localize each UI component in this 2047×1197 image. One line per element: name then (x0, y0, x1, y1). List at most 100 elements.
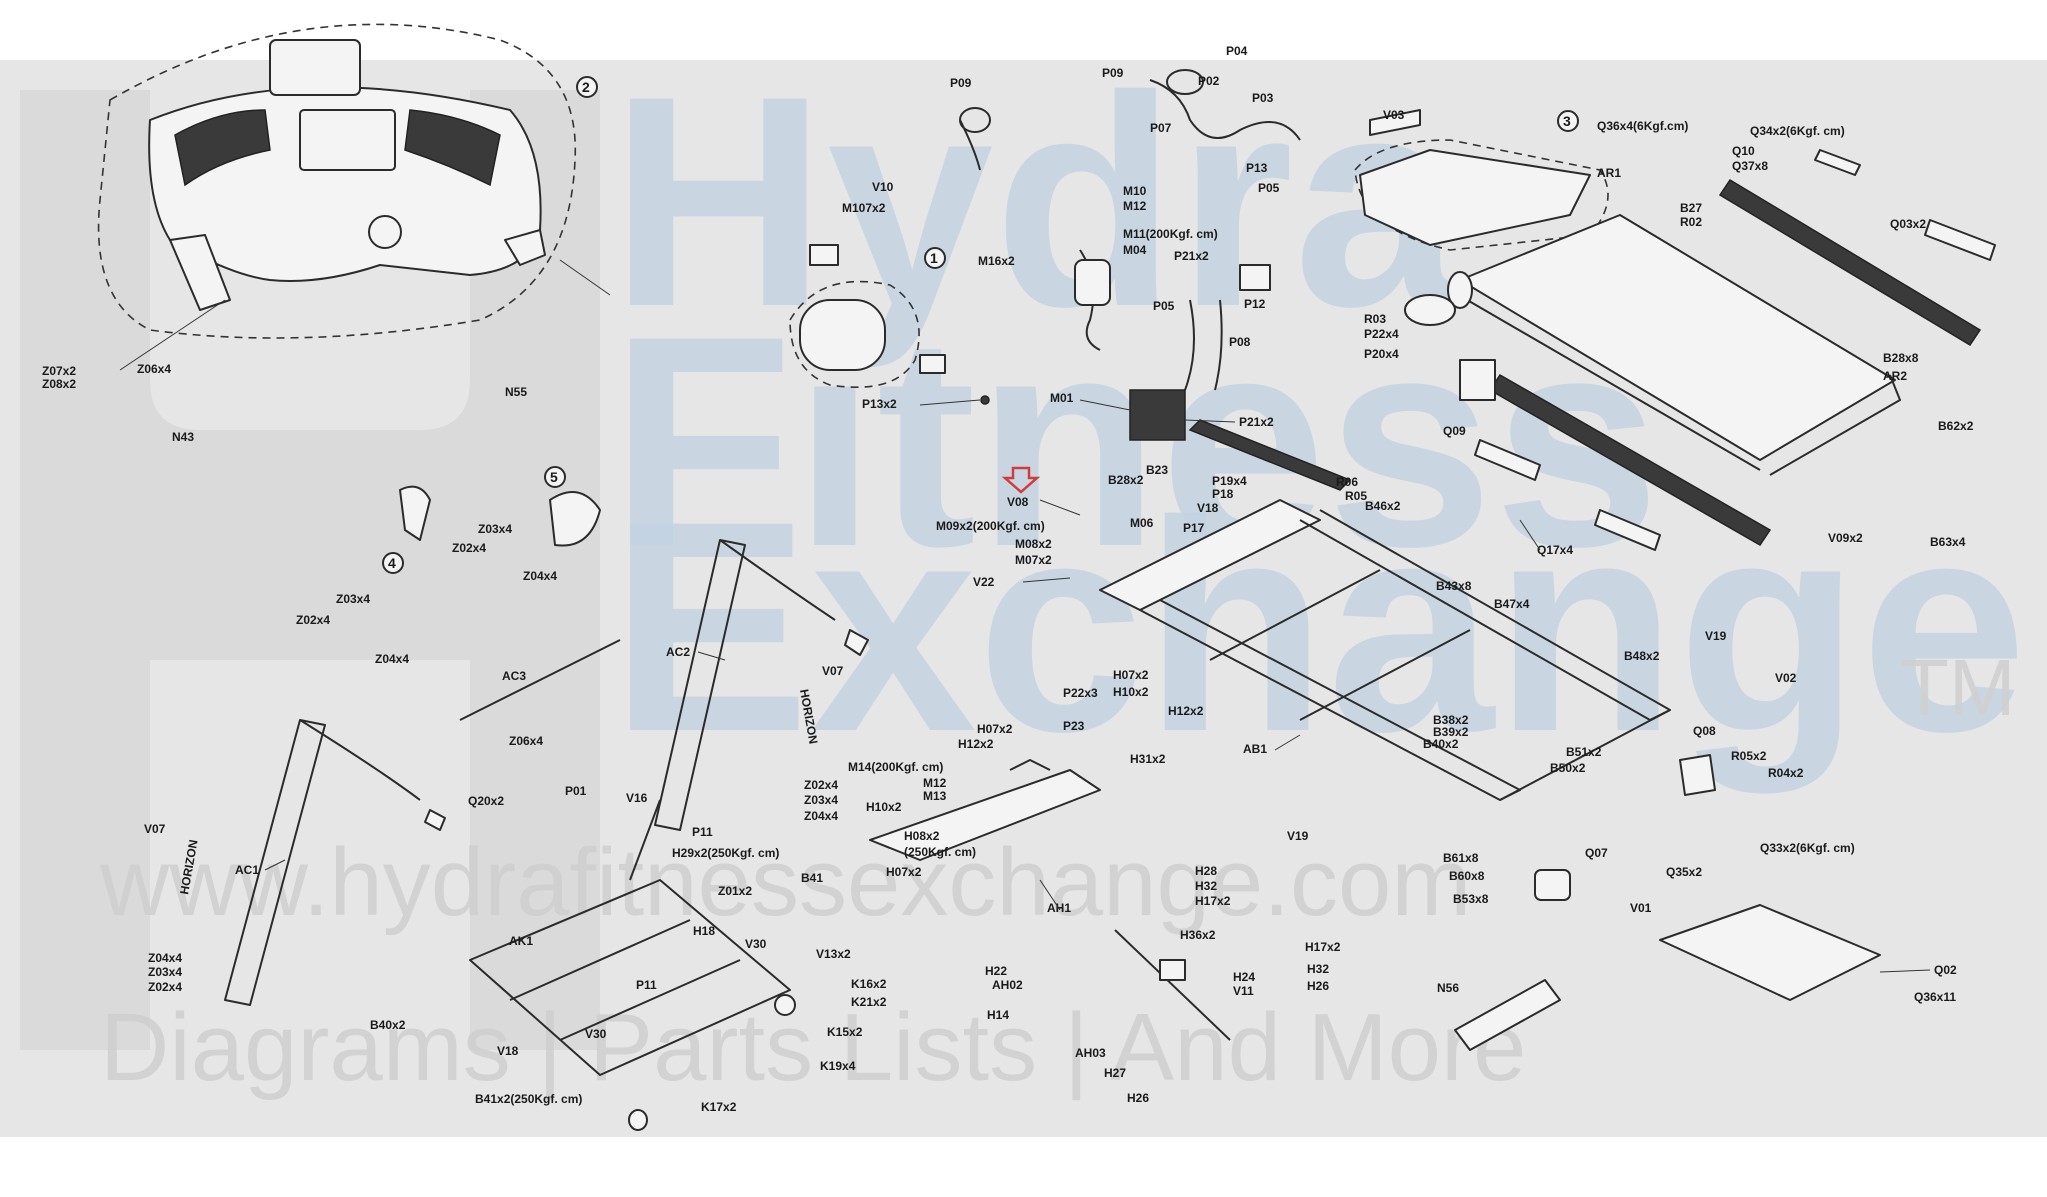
label-m12b: M12 (923, 776, 947, 790)
label-b28: B28x8 (1883, 351, 1919, 365)
lower-frame-crossbar (559, 959, 741, 1041)
belt-guard (1404, 294, 1456, 326)
label-ar2: AR2 (1883, 369, 1907, 383)
label-m16: M16x2 (978, 254, 1015, 268)
frame-rear-crossbar (1499, 709, 1671, 801)
label-z03b: Z03x4 (336, 592, 370, 606)
label-v30b: V30 (585, 1027, 607, 1041)
part-labels: Z07x2 Z08x2 Z06x4 N55 N43 P09 V10 M107x2… (42, 44, 1974, 1114)
label-b28b: B28x2 (1108, 473, 1144, 487)
label-b41b: B41x2(250Kgf. cm) (475, 1092, 582, 1106)
callout-markers: 1 2 3 4 5 (382, 76, 1579, 574)
callout-circle-4 (382, 552, 404, 574)
wire-coil (959, 107, 991, 133)
label-v08: V08 (1007, 495, 1029, 509)
label-p20: P20x4 (1364, 347, 1399, 361)
label-m06: M06 (1130, 516, 1154, 530)
label-b62: B62x2 (1938, 419, 1974, 433)
label-m13: M13 (923, 789, 947, 803)
frame-middle-crossbar (1299, 629, 1471, 721)
label-h27: H27 (1104, 1066, 1126, 1080)
label-v19a: V19 (1705, 629, 1727, 643)
label-p18: P18 (1212, 487, 1234, 501)
label-n43: N43 (172, 430, 194, 444)
label-z06b: Z06x4 (509, 734, 543, 748)
label-b53: B53x8 (1453, 892, 1489, 906)
label-v30a: V30 (745, 937, 767, 951)
label-ac2: AC2 (666, 645, 690, 659)
console-keypad (368, 215, 402, 249)
relay-p12 (1239, 264, 1271, 291)
watermark-tagline: Diagrams | Parts Lists | And More (100, 994, 1526, 1101)
label-m107: M107x2 (842, 201, 886, 215)
label-q35: Q35x2 (1666, 865, 1702, 879)
end-cap (844, 629, 869, 656)
label-z04a: Z04x4 (523, 569, 557, 583)
lower-frame-crossbar (509, 919, 691, 1001)
label-h08-note: (250Kgf. cm) (904, 845, 976, 859)
q07-part (1534, 869, 1571, 901)
label-v01: V01 (1630, 901, 1652, 915)
leader-line (1039, 499, 1081, 516)
rear-roller (1769, 374, 1901, 476)
label-b50: B50x2 (1550, 761, 1586, 775)
label-p23: P23 (1063, 719, 1085, 733)
label-n56: N56 (1437, 981, 1459, 995)
label-p01: P01 (565, 784, 587, 798)
label-r05b: R05x2 (1731, 749, 1767, 763)
label-z04c: Z04x4 (804, 809, 838, 823)
label-horizon-2: HORIZON (177, 839, 200, 896)
wheel-k15 (774, 994, 796, 1016)
callout-circle-3 (1557, 110, 1579, 132)
label-h07c: H07x2 (886, 865, 922, 879)
label-h17a: H17x2 (1195, 894, 1231, 908)
label-q20: Q20x2 (468, 794, 504, 808)
callout-4: 4 (388, 555, 396, 571)
label-v07b: V07 (144, 822, 166, 836)
label-v18b: V18 (497, 1044, 519, 1058)
label-m01: M01 (1050, 391, 1074, 405)
label-z03a: Z03x4 (478, 522, 512, 536)
incline-frame-bar (869, 769, 1101, 861)
incline-frame (869, 759, 1561, 1051)
motor-group-outline (789, 280, 920, 388)
base-cover (1659, 904, 1881, 1001)
label-p08: P08 (1229, 335, 1251, 349)
crossbar-ac3 (459, 639, 621, 721)
label-k21: K21x2 (851, 995, 887, 1009)
deck-strip-top (1814, 149, 1861, 176)
label-b61: B61x8 (1443, 851, 1479, 865)
label-q17: Q17x4 (1537, 543, 1573, 557)
label-q07: Q07 (1585, 846, 1608, 860)
label-z03c: Z03x4 (804, 793, 838, 807)
label-b39: B39x2 (1433, 725, 1469, 739)
label-z04d: Z04x4 (148, 951, 182, 965)
label-k17: K17x2 (701, 1100, 737, 1114)
label-h26b: H26 (1127, 1091, 1149, 1105)
label-p05: P05 (1153, 299, 1175, 313)
label-p02: P02 (1198, 74, 1220, 88)
label-v09: V09x2 (1828, 531, 1863, 545)
label-v03: V03 (1383, 108, 1405, 122)
incline-frame-arm (1009, 759, 1051, 771)
label-v02: V02 (1775, 671, 1797, 685)
frame-right-rail (1299, 509, 1671, 721)
label-v22: V22 (973, 575, 995, 589)
label-v16: V16 (626, 791, 648, 805)
label-h28: H28 (1195, 864, 1217, 878)
leader-line (1519, 519, 1541, 551)
label-h26a: H26 (1307, 979, 1329, 993)
label-h12a: H12x2 (1168, 704, 1204, 718)
label-v19b: V19 (1287, 829, 1309, 843)
motor-hood-assembly (1354, 109, 1609, 251)
label-b43: B43x8 (1436, 579, 1472, 593)
deck-edge-front (1449, 289, 1761, 471)
label-z08: Z08x2 (42, 377, 76, 391)
frame-middle-crossbar (1209, 569, 1381, 661)
label-h32b: H32 (1307, 962, 1329, 976)
label-b51: B51x2 (1566, 745, 1602, 759)
console-leader-line (559, 259, 611, 296)
label-n55: N55 (505, 385, 527, 399)
base-frame (1099, 419, 1671, 801)
label-p13: P13x2 (862, 397, 897, 411)
